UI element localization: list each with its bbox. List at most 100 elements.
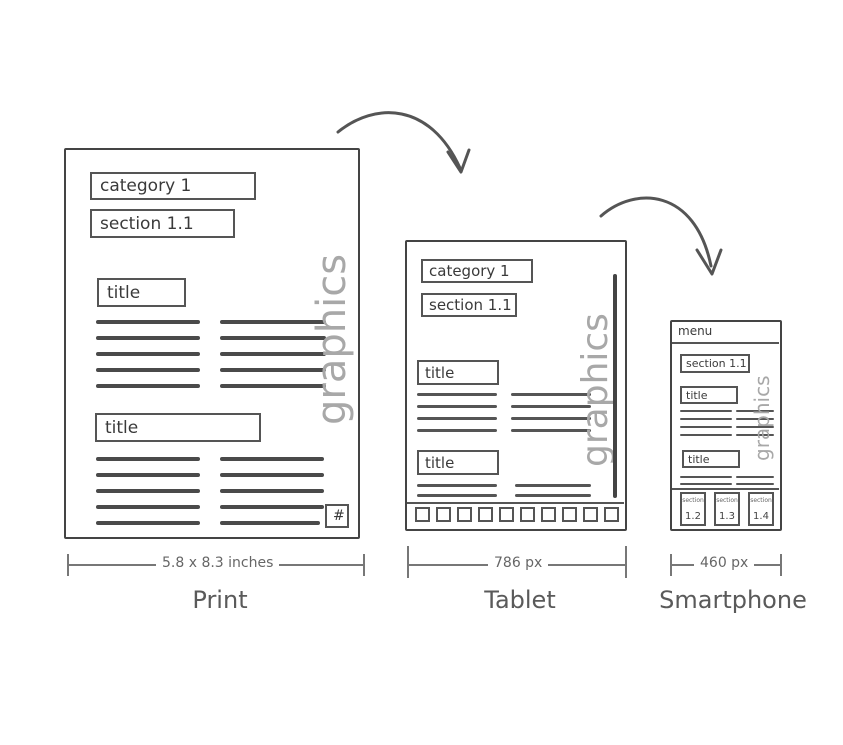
tablet-nav-square[interactable] (478, 507, 493, 522)
tablet-nav-square[interactable] (583, 507, 598, 522)
tablet-category-box: category 1 (421, 259, 533, 283)
smartphone-text-line (680, 434, 732, 436)
tablet-nav-square[interactable] (457, 507, 472, 522)
tablet-text-line (515, 494, 591, 497)
print-text-line (96, 473, 200, 477)
print-dimension-label: 5.8 x 8.3 inches (156, 555, 280, 571)
print-text-line (220, 457, 324, 461)
smartphone-text-line (736, 476, 774, 478)
tablet-graphics-label: graphics (575, 313, 616, 467)
tablet-text-line (417, 417, 497, 420)
tablet-text-line (511, 405, 591, 408)
smartphone-tile-label: section (750, 497, 772, 504)
print-text-line (220, 336, 326, 340)
print-graphics-label: graphics (309, 253, 355, 425)
print-text-line (96, 336, 200, 340)
print-caption: Print (192, 586, 248, 614)
tablet-section-box: section 1.1 (421, 293, 517, 317)
smartphone-dimension-tick (780, 554, 782, 576)
smartphone-section-box: section 1.1 (680, 354, 750, 373)
smartphone-caption: Smartphone (659, 586, 807, 614)
smartphone-tile-label: section (716, 497, 738, 504)
smartphone-dimension-tick (670, 554, 672, 576)
smartphone-text-line (680, 476, 732, 478)
tablet-text-line (417, 494, 497, 497)
smartphone-graphics-label: graphics (750, 375, 774, 461)
smartphone-text-line (736, 410, 774, 412)
tablet-nav-square[interactable] (415, 507, 430, 522)
smartphone-layout-frame: menu section 1.1 title title graphics se… (670, 320, 782, 531)
print-section-box: section 1.1 (90, 209, 235, 238)
tablet-text-line (515, 484, 591, 487)
smartphone-text-line (736, 483, 774, 485)
smartphone-menu-label: menu (678, 324, 713, 338)
print-text-line (96, 368, 200, 372)
smartphone-tile-label: section (682, 497, 704, 504)
smartphone-tile-number: 1.3 (719, 511, 735, 522)
smartphone-bottom-bar (672, 488, 779, 490)
tablet-text-line (417, 484, 497, 487)
smartphone-dimension-label: 460 px (694, 555, 755, 571)
smartphone-title-box-1: title (680, 386, 738, 404)
print-text-line (96, 521, 200, 525)
print-text-line (220, 352, 326, 356)
smartphone-tile-number: 1.4 (753, 511, 769, 522)
tablet-nav-square[interactable] (604, 507, 619, 522)
tablet-nav-square[interactable] (499, 507, 514, 522)
print-category-box: category 1 (90, 172, 256, 200)
print-text-line (220, 521, 320, 525)
tablet-nav-square[interactable] (436, 507, 451, 522)
smartphone-section-tile[interactable]: section 1.3 (714, 492, 740, 526)
tablet-text-line (417, 393, 497, 396)
tablet-dimension-tick (407, 546, 409, 578)
tablet-nav-square[interactable] (562, 507, 577, 522)
arrow-tablet-to-smartphone-icon (599, 196, 723, 276)
print-layout-frame: category 1 section 1.1 title title graph… (64, 148, 360, 539)
smartphone-text-line (680, 426, 732, 428)
print-text-line (96, 352, 200, 356)
tablet-layout-frame: category 1 section 1.1 title title graph… (405, 240, 627, 531)
print-text-line (96, 384, 200, 388)
print-text-line (96, 505, 200, 509)
tablet-text-line (511, 417, 591, 420)
print-text-line (96, 457, 200, 461)
tablet-nav-square[interactable] (520, 507, 535, 522)
tablet-dimension-tick (625, 546, 627, 578)
tablet-text-line (511, 393, 591, 396)
arrow-print-to-tablet-icon (336, 111, 471, 174)
tablet-bottom-bar (407, 502, 624, 504)
tablet-text-line (511, 429, 591, 432)
print-text-line (220, 368, 326, 372)
tablet-title-box-1: title (417, 360, 499, 385)
print-text-line (96, 320, 200, 324)
tablet-title-box-2: title (417, 450, 499, 475)
smartphone-text-line (680, 410, 732, 412)
print-page-number-box: # (325, 504, 349, 528)
smartphone-text-line (680, 483, 732, 485)
smartphone-text-line (736, 434, 774, 436)
smartphone-tile-number: 1.2 (685, 511, 701, 522)
tablet-nav-square[interactable] (541, 507, 556, 522)
smartphone-section-tile[interactable]: section 1.2 (680, 492, 706, 526)
print-text-line (220, 320, 326, 324)
print-text-line (220, 505, 324, 509)
smartphone-text-line (736, 426, 774, 428)
print-text-line (220, 489, 324, 493)
smartphone-menu-bar[interactable]: menu (672, 322, 779, 344)
tablet-caption: Tablet (484, 586, 556, 614)
print-text-line (96, 489, 200, 493)
tablet-text-line (417, 429, 497, 432)
tablet-scrollbar[interactable] (613, 274, 617, 498)
smartphone-text-line (680, 418, 732, 420)
print-dimension-tick (67, 554, 69, 576)
print-dimension-tick (363, 554, 365, 576)
smartphone-title-box-2: title (682, 450, 740, 468)
smartphone-text-line (736, 418, 774, 420)
print-text-line (220, 384, 326, 388)
print-title-box-1: title (97, 278, 186, 307)
print-text-line (220, 473, 324, 477)
print-title-box-2: title (95, 413, 261, 442)
tablet-text-line (417, 405, 497, 408)
smartphone-section-tile[interactable]: section 1.4 (748, 492, 774, 526)
tablet-dimension-label: 786 px (488, 555, 549, 571)
